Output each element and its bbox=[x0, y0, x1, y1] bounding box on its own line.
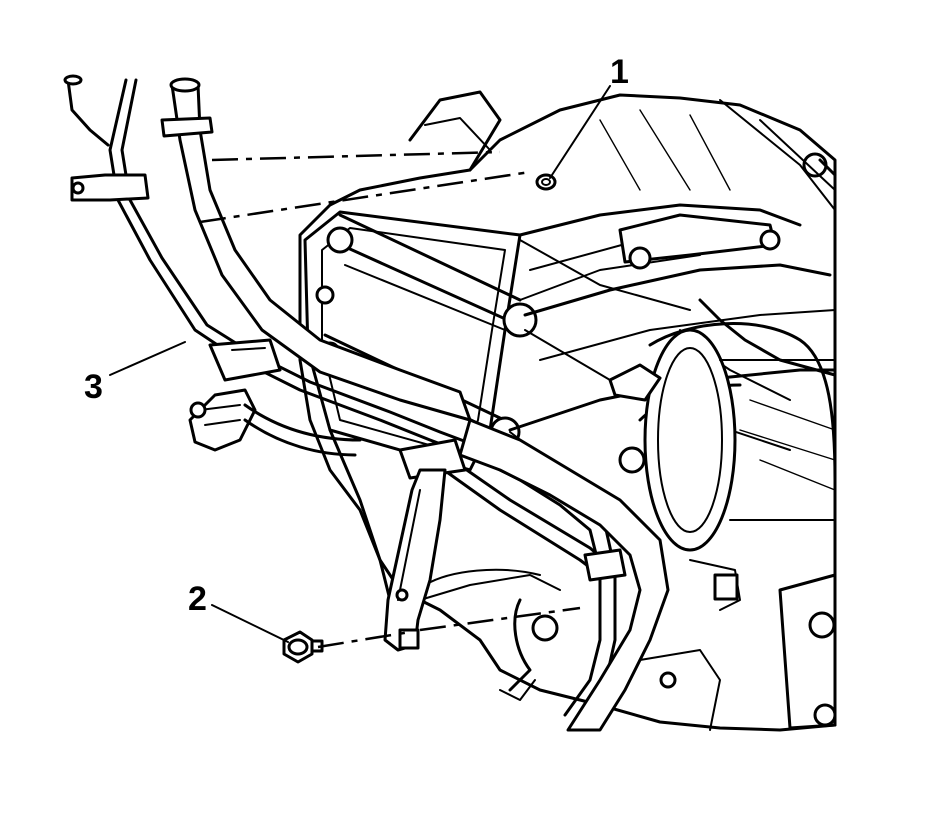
transmission-cooler-lines bbox=[63, 74, 670, 732]
cooler-line-bracket bbox=[383, 468, 447, 652]
callout-2-label: 2 bbox=[188, 580, 207, 618]
callout-1-label: 1 bbox=[610, 53, 629, 91]
alignment-lines bbox=[199, 150, 581, 649]
callout-leaders bbox=[109, 85, 611, 643]
bolt bbox=[282, 630, 324, 664]
nut bbox=[535, 173, 557, 191]
harness-connector bbox=[188, 388, 362, 457]
transmission-housing bbox=[298, 90, 837, 732]
callout-3-label: 3 bbox=[84, 368, 103, 406]
